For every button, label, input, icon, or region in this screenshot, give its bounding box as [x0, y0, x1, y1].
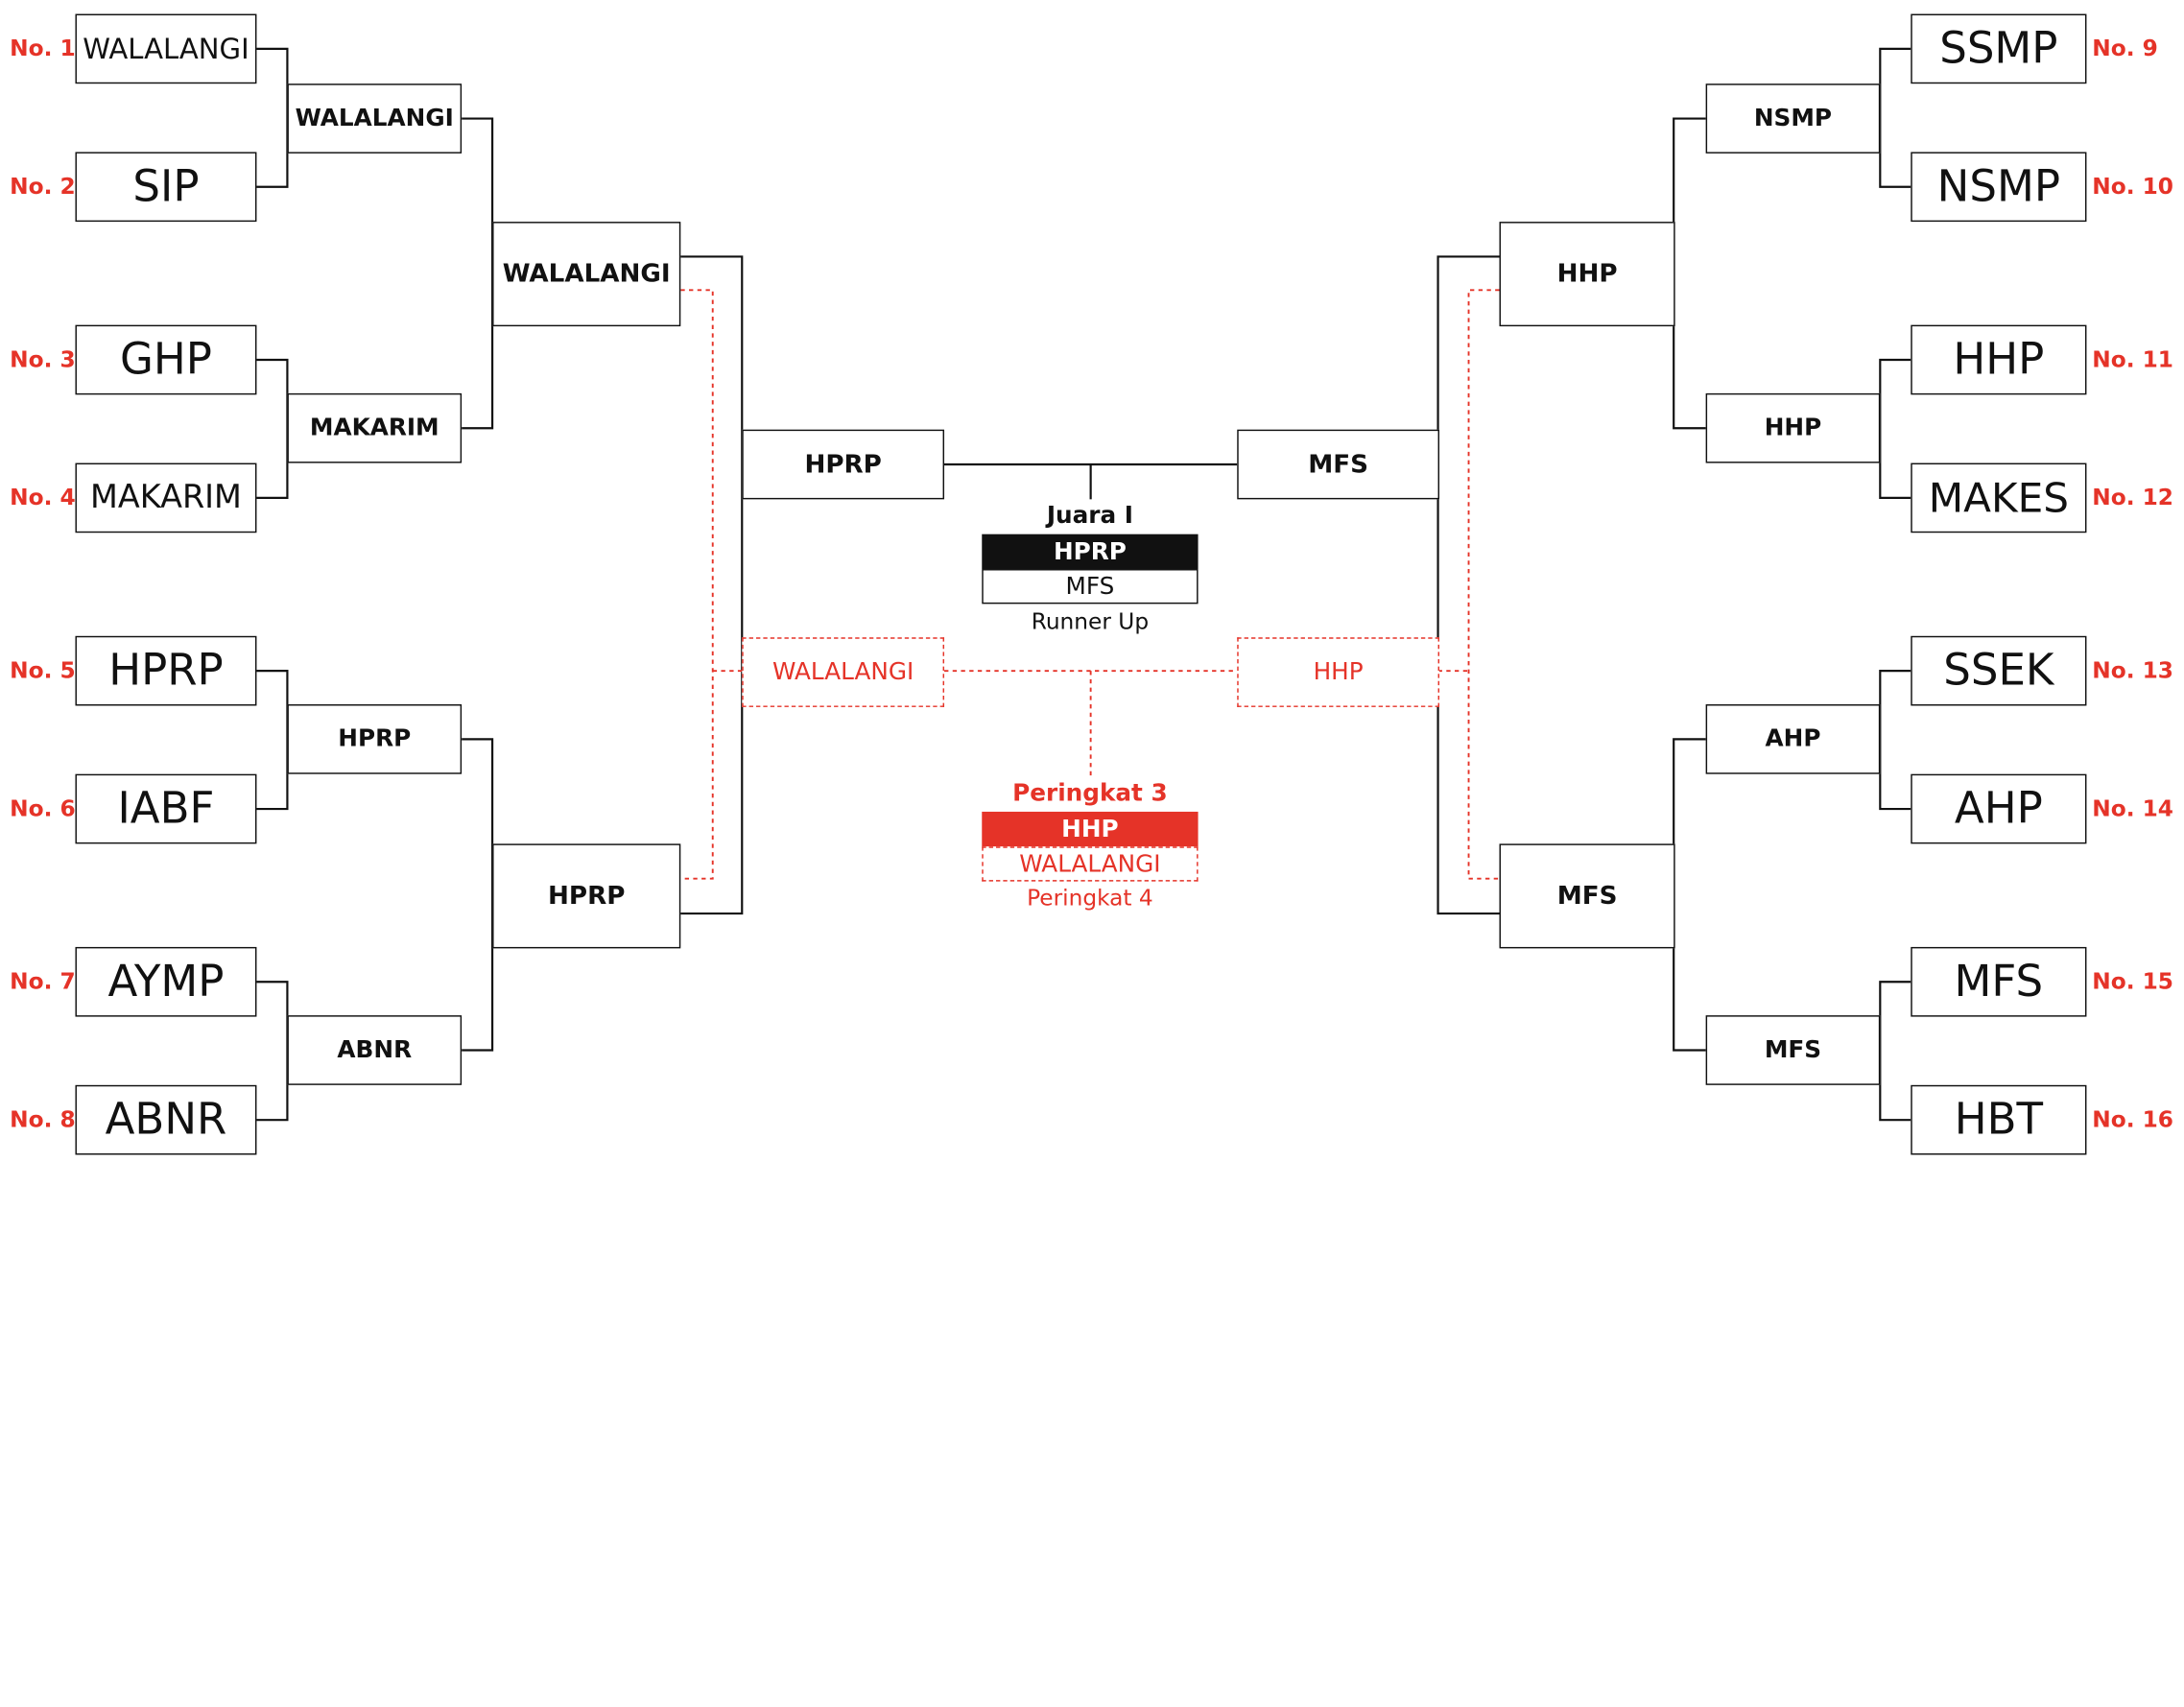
seed-label: No. 14 — [2092, 794, 2173, 822]
team-box: MFS — [1911, 946, 2087, 1017]
runner-up-label: Runner Up — [1031, 607, 1150, 635]
team-box: SSEK — [1911, 635, 2087, 706]
seed-label: No. 8 — [10, 1105, 76, 1133]
round2-winner: NSMP — [1705, 83, 1881, 154]
team-box: MAKARIM — [75, 462, 257, 533]
team-box: AHP — [1911, 773, 2087, 844]
team-box: SIP — [75, 152, 257, 223]
third-place-box: HHP — [982, 811, 1199, 847]
seed-label: No. 9 — [2092, 35, 2158, 61]
team-box: ABNR — [75, 1084, 257, 1155]
right-third-place-contender: HHP — [1237, 637, 1440, 707]
team-box: GHP — [75, 324, 257, 395]
round2-winner: WALALANGI — [287, 83, 463, 154]
team-box: MAKES — [1911, 462, 2087, 533]
seed-label: No. 15 — [2092, 967, 2173, 995]
semifinalist: HHP — [1499, 222, 1675, 327]
fourth-place-box: WALALANGI — [982, 846, 1199, 882]
third-place-label: Peringkat 3 — [1012, 779, 1168, 808]
semifinalist: WALALANGI — [492, 222, 681, 327]
team-box: NSMP — [1911, 152, 2087, 223]
team-box: HBT — [1911, 1084, 2087, 1155]
champion-label: Juara I — [1046, 502, 1133, 531]
seed-label: No. 7 — [10, 967, 76, 995]
round2-winner: MAKARIM — [287, 392, 463, 463]
team-box: AYMP — [75, 946, 257, 1017]
left-finalist: HPRP — [742, 429, 945, 500]
seed-label: No. 10 — [2092, 173, 2173, 200]
seed-label: No. 16 — [2092, 1105, 2173, 1133]
semifinalist: MFS — [1499, 843, 1675, 949]
round2-winner: HPRP — [287, 704, 463, 774]
seed-label: No. 5 — [10, 656, 76, 684]
seed-label: No. 3 — [10, 345, 76, 373]
round2-winner: MFS — [1705, 1015, 1881, 1085]
right-finalist: MFS — [1237, 429, 1440, 500]
seed-label: No. 2 — [10, 173, 76, 200]
third-place-connectors — [680, 289, 1500, 880]
left-third-place-contender: WALALANGI — [742, 637, 945, 707]
fourth-place-label: Peringkat 4 — [1027, 884, 1153, 912]
seed-label: No. 13 — [2092, 656, 2173, 684]
round2-winner: ABNR — [287, 1015, 463, 1085]
round2-winner: HHP — [1705, 392, 1881, 463]
seed-label: No. 12 — [2092, 484, 2173, 510]
round2-winner: AHP — [1705, 704, 1881, 774]
team-box: HHP — [1911, 324, 2087, 395]
seed-label: No. 4 — [10, 484, 76, 510]
team-box: HPRP — [75, 635, 257, 706]
team-box: SSMP — [1911, 13, 2087, 84]
seed-label: No. 11 — [2092, 345, 2173, 373]
seed-label: No. 6 — [10, 794, 76, 822]
team-box: WALALANGI — [75, 13, 257, 84]
seed-label: No. 1 — [10, 35, 76, 61]
semifinalist: HPRP — [492, 843, 681, 949]
runner-up-box: MFS — [982, 569, 1199, 605]
champion-box: HPRP — [982, 533, 1199, 570]
team-box: IABF — [75, 773, 257, 844]
